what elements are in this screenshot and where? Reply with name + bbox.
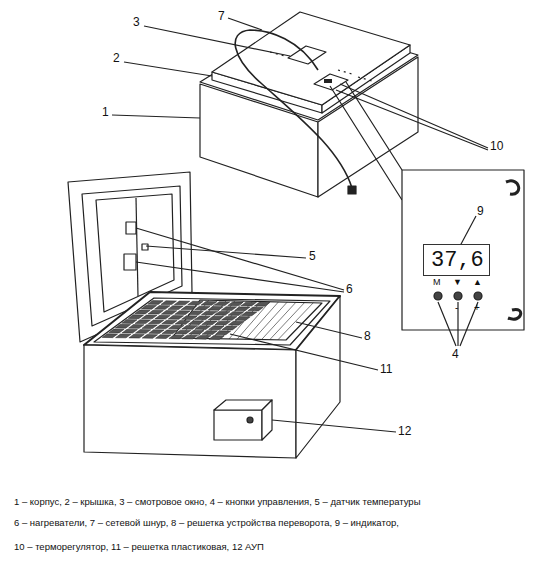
button: [454, 292, 462, 300]
turning-grid: [172, 300, 322, 340]
lid-marks: [270, 52, 372, 81]
button-label: ▲: [473, 278, 482, 288]
leader: [228, 18, 262, 30]
thermostat-display: [324, 79, 332, 83]
caption-line: 6 – нагреватели, 7 – сетевой шнур, 8 – р…: [14, 518, 399, 528]
zoom-lines: [330, 82, 402, 200]
leader: [146, 246, 306, 258]
turning-unit-lamp: [247, 417, 253, 423]
callout-number: 1: [102, 106, 109, 119]
callout-number: 11: [380, 363, 392, 376]
heater: [124, 254, 136, 270]
button-label: -: [455, 302, 458, 313]
callout-number: 7: [218, 10, 225, 23]
leader: [144, 26, 290, 56]
cord-end: [506, 181, 519, 194]
display-digits: 37,6: [431, 250, 484, 272]
box-inner: [94, 298, 330, 345]
callout-number: 12: [398, 425, 411, 438]
callout-number: 6: [346, 283, 353, 296]
turning-grid-bars: [180, 300, 313, 340]
leader: [124, 62, 212, 76]
plug: [348, 186, 356, 194]
turning-unit: [214, 410, 262, 440]
callout-number: 2: [113, 52, 120, 65]
leader: [438, 302, 478, 346]
callout-number: 5: [309, 250, 316, 263]
caption-line: 1 – корпус, 2 – крышка, 3 – смотровое ок…: [14, 497, 420, 507]
leader: [136, 228, 344, 292]
button: [434, 292, 442, 300]
leader: [112, 115, 200, 118]
callout-number: 10: [490, 140, 503, 153]
thermostat-inset: [402, 170, 524, 330]
leader: [272, 420, 396, 432]
heater: [126, 222, 136, 234]
leader: [460, 216, 476, 246]
indicator-display: 37,6: [423, 244, 490, 276]
button-label: M: [433, 278, 441, 288]
button: [474, 292, 482, 300]
button-label: +: [474, 302, 480, 313]
turning-unit-side: [262, 400, 272, 440]
box-rim: [84, 292, 340, 350]
leader: [296, 322, 362, 338]
temperature-sensor: [142, 244, 148, 250]
leader: [230, 334, 378, 370]
caption-line: 10 – терморегулятор, 11 – решетка пласти…: [14, 542, 264, 552]
box-front: [84, 345, 296, 458]
callout-number: 9: [477, 205, 484, 218]
cord-end: [508, 309, 521, 319]
lid-window-divider: [136, 198, 138, 296]
lid-top: [212, 12, 410, 105]
plastic-grid: [102, 301, 270, 340]
callout-number: 3: [133, 16, 140, 29]
button-label: ▼: [453, 278, 462, 288]
power-cord: [235, 30, 352, 188]
callout-number: 8: [364, 330, 371, 343]
leader: [336, 84, 488, 150]
callout-number: 4: [452, 348, 459, 361]
